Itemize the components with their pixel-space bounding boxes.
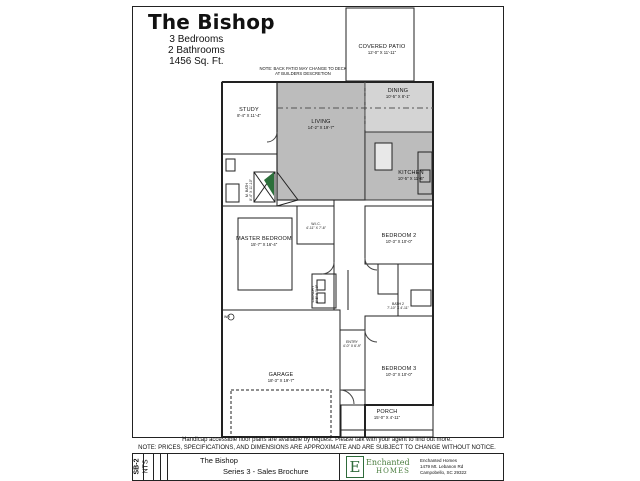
company-logo-icon: E (346, 456, 364, 478)
plan-title: The Bishop (148, 10, 275, 34)
entry-outline (339, 329, 366, 391)
plan-specs: 3 Bedrooms 2 Bathrooms 1456 Sq. Ft. (168, 34, 225, 67)
scale-label: NTS (142, 459, 150, 474)
shower-corner (264, 172, 274, 196)
logo-company-top: Enchanted (366, 458, 410, 467)
kitchen-island (374, 142, 393, 171)
room-bedroom3: BEDROOM 3 10'-3" X 10'-0" (381, 366, 417, 377)
porch-outline (340, 404, 434, 438)
room-master-bedroom: MASTER BEDROOM 15'-7" X 16'-4" (236, 236, 292, 247)
room-entry: ENTRY 4'-0" X 6'-9" (342, 340, 362, 348)
room-study: STUDY 8'-4" X 11'-4" (237, 107, 261, 118)
square-footage: 1456 Sq. Ft. (169, 56, 224, 67)
bedroom3-outline (364, 315, 434, 406)
room-laundry: LAUNDRY 6'-5" X 5'-9" (311, 284, 320, 304)
room-bath2: BATH 2 7'-10" X 4'-11" (387, 302, 409, 310)
titleblock-series: Series 3 - Sales Brochure (223, 467, 309, 476)
sheet-number: SB-2 (133, 458, 141, 475)
garage-door (230, 389, 332, 438)
logo-company-bottom: HOMES (376, 467, 410, 475)
water-heater-icon (227, 313, 235, 321)
room-dining: DINING 10'-5" X 8'-1" (385, 88, 411, 99)
titleblock-plan-name: The Bishop (200, 456, 238, 465)
patio-note: NOTE: BACK PATIO MAY CHANGE TO DECK AT B… (259, 66, 347, 76)
room-wic: W.I.C. 4'-11" X 7'-6" (306, 222, 326, 230)
room-living: LIVING 14'-2" X 19'-7" (307, 119, 335, 130)
handicap-note: Handicap accessible floor plans are avai… (182, 437, 452, 443)
company-address: Enchanted Homes 1479 Mt. Lebanon Rd Camp… (420, 458, 467, 475)
toilet (225, 158, 236, 172)
shower (253, 171, 276, 203)
tub (225, 183, 240, 203)
disclaimer-note: NOTE: PRICES, SPECIFICATIONS, AND DIMENS… (138, 445, 496, 451)
room-master-bath: M. BATH 8'-4" X 11'-10" (244, 179, 253, 201)
room-porch: PORCH 15'-0" X 4'-11" (373, 409, 401, 420)
room-garage: GARAGE 18'-3" X 19'-7" (267, 372, 295, 383)
bedroom-count: 3 Bedrooms (169, 34, 224, 45)
water-heater-label: WH (224, 315, 230, 319)
room-covered-patio: COVERED PATIO 12'-0" X 11'-11" (358, 44, 406, 55)
living-fill (276, 81, 366, 201)
master-bed (237, 217, 293, 291)
room-bedroom2: BEDROOM 2 10'-3" X 10'-0" (381, 233, 417, 244)
bathroom-count: 2 Bathrooms (168, 45, 225, 56)
room-kitchen: KITCHEN 10'-5" X 11'-6" (397, 170, 425, 181)
